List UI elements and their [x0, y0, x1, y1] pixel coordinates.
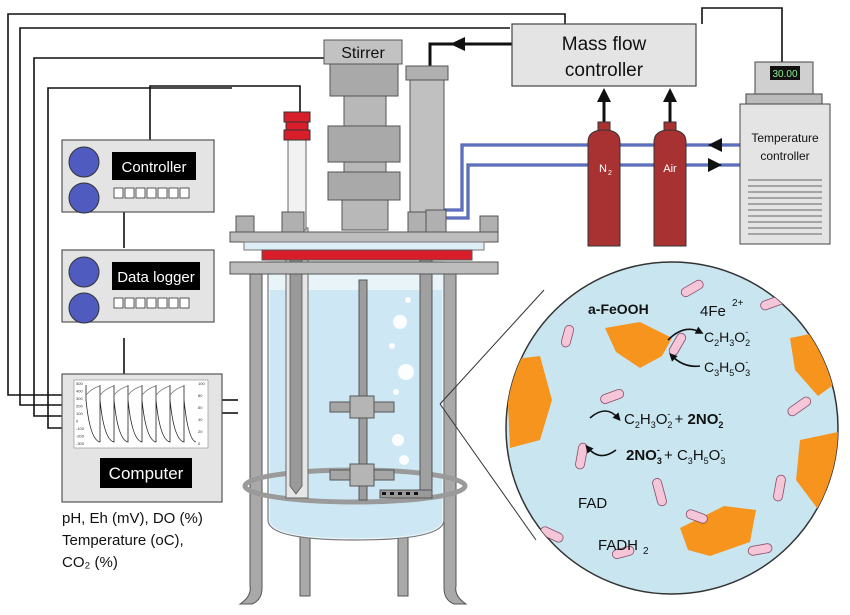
water-in-arrow — [708, 138, 722, 152]
zoom-guide-top — [439, 289, 545, 405]
fe-ion-charge: 2+ — [732, 298, 744, 309]
fe-ion-label: 4Fe — [700, 303, 726, 320]
computer-label: Computer — [109, 464, 184, 483]
measurement-line-3: CO₂ (%) — [62, 554, 118, 571]
computer-unit: 5004003002001000-100-200-300100806040200… — [61, 373, 223, 503]
bioreactor: Stirrer — [229, 39, 499, 605]
gas-flow-arrow — [450, 37, 465, 51]
data-logger-unit: Data logger — [61, 249, 215, 324]
equation-rhs: 2NO3- + C3H5O3- — [626, 445, 725, 466]
mini-chart-right-tick: 80 — [198, 393, 203, 398]
data-logger-label: Data logger — [117, 269, 195, 286]
fadh2-label: FADH — [598, 537, 638, 554]
tc-label-line2: controller — [760, 149, 809, 163]
n2-cylinder: N 2 — [587, 121, 621, 247]
fad-label: FAD — [578, 495, 607, 512]
computer-mini-chart — [73, 379, 209, 449]
fadh2-subscript: 2 — [643, 546, 649, 557]
mfc-gas-line — [428, 37, 512, 66]
tc-label-line1: Temperature — [751, 131, 819, 145]
air-cylinder: Air — [653, 121, 687, 247]
equation-lhs: C2H3O2- + 2NO2- — [624, 409, 723, 430]
temperature-controller: 30.00 Temperature controller — [739, 61, 831, 245]
zoom-guide-bottom — [439, 403, 537, 541]
n2-subscript: 2 — [608, 170, 612, 177]
mineral-label: a-FeOOH — [588, 301, 649, 317]
n2-label: N — [599, 163, 607, 175]
mfc-label-line2: controller — [565, 60, 644, 81]
temperature-display-value: 30.00 — [772, 69, 797, 80]
bacteria-cells — [540, 279, 812, 560]
controller-unit: Controller — [61, 139, 215, 214]
mfc-label-line1: Mass flow — [562, 34, 647, 55]
stirrer-label: Stirrer — [341, 45, 385, 62]
mini-chart-y-tick: 300 — [76, 396, 83, 401]
mini-chart-y-tick: 400 — [76, 389, 83, 394]
mini-chart-trace — [85, 385, 197, 443]
measurement-line-1: pH, Eh (mV), DO (%) — [62, 510, 203, 527]
mini-chart-right-tick: 0 — [198, 441, 201, 446]
mini-chart-right-tick: 40 — [198, 417, 203, 422]
zoom-circle: a-FeOOH 4Fe 2+ C2H3O2- C3H5O3- C2H3O2- +… — [505, 261, 839, 595]
gas-bubbles — [389, 297, 414, 465]
mini-chart-y-tick: 100 — [76, 411, 83, 416]
measurement-line-2: Temperature (oC), — [62, 532, 184, 549]
measurement-list: pH, Eh (mV), DO (%) Temperature (oC), CO… — [62, 508, 262, 574]
mini-chart-right-tick: 20 — [198, 429, 203, 434]
air-label: Air — [663, 163, 677, 175]
mini-chart-right-tick: 100 — [198, 381, 205, 386]
mini-chart-y-tick: 0 — [76, 419, 79, 424]
mini-chart-y-tick: -300 — [76, 441, 85, 446]
acetate-label-top: C2H3O2- — [704, 327, 750, 348]
cylinder-feed-lines — [597, 88, 677, 128]
mass-flow-controller: Mass flow controller — [511, 23, 697, 87]
mini-chart-right-tick: 60 — [198, 405, 203, 410]
mini-chart-y-tick: -200 — [76, 434, 85, 439]
lactate-label-top: C3H5O3- — [704, 357, 750, 378]
mini-chart-y-tick: 200 — [76, 404, 83, 409]
mini-chart-y-tick: 500 — [76, 381, 83, 386]
mini-chart-y-tick: -100 — [76, 426, 85, 431]
controller-label: Controller — [121, 159, 186, 176]
temperature-display — [770, 66, 800, 80]
water-out-arrow — [708, 158, 722, 172]
